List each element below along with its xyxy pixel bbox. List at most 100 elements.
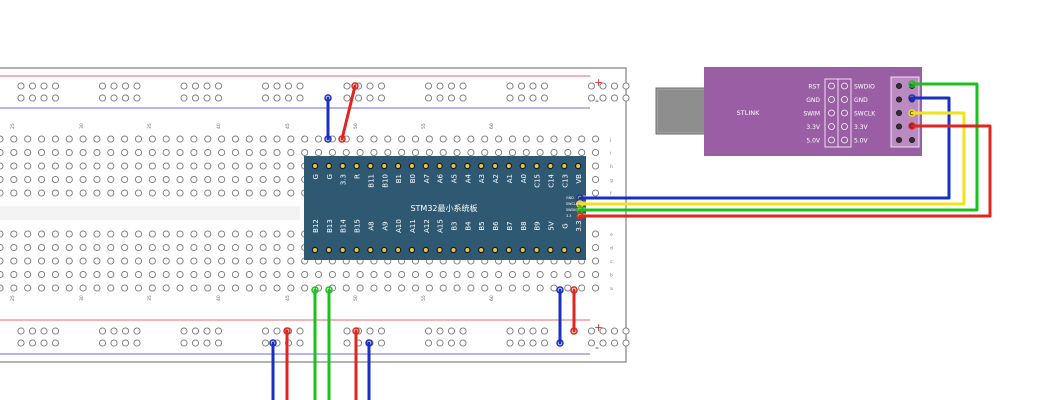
grid-hole (287, 284, 295, 292)
grid-hole (231, 230, 239, 238)
rail-hole (40, 82, 48, 90)
swd-clk-wire-end (908, 109, 916, 117)
grid-hole (190, 162, 198, 170)
column-number-top: 55 (421, 123, 427, 129)
rail-hole (51, 327, 60, 335)
rail-hole (587, 339, 596, 347)
rail-hole (366, 82, 374, 90)
grid-hole (190, 189, 198, 197)
grid-hole (467, 135, 475, 143)
grid-hole (259, 257, 267, 265)
grid-hole (121, 189, 129, 197)
grid-hole (51, 162, 59, 170)
grid-hole (508, 135, 517, 143)
grid-hole (190, 284, 198, 292)
stm32-top-pin-label: A5 (451, 174, 459, 183)
grid-hole (121, 230, 129, 238)
grid-hole (342, 284, 350, 292)
grid-hole (495, 270, 503, 279)
stm32-top-pin-label: A6 (437, 173, 445, 183)
grid-hole (495, 148, 503, 157)
grid-hole (592, 284, 600, 292)
grid-hole (398, 284, 406, 292)
stlink-pin-marker (828, 96, 835, 103)
grid-hole (592, 189, 600, 197)
grid-hole (495, 135, 503, 143)
column-number-top: 35 (147, 123, 153, 129)
grid-hole (218, 135, 226, 143)
stm32-bottom-pin (561, 246, 568, 254)
swd-gnd-wire (578, 96, 951, 200)
rail-hole (599, 327, 607, 335)
grid-hole (107, 189, 115, 197)
rail-hole (506, 94, 514, 102)
stm32-top-pin-label: R (354, 174, 362, 179)
grid-hole (314, 270, 323, 279)
grid-hole (0, 284, 4, 292)
rail-hole (436, 82, 444, 90)
rail-hole (587, 82, 596, 90)
grid-hole (190, 230, 198, 238)
grid-hole (65, 284, 73, 292)
grid-hole (79, 257, 87, 265)
gnd-jumper-wire-end (324, 135, 332, 143)
grid-hole (107, 243, 115, 252)
grid-hole (550, 270, 558, 279)
grid-hole (10, 175, 18, 184)
grid-hole (176, 148, 184, 157)
grid-hole (51, 175, 59, 184)
stm32-top-pin-label: C13 (561, 174, 569, 188)
grid-hole (245, 270, 253, 279)
grid-hole (176, 189, 184, 197)
rail-hole (517, 94, 526, 102)
rail-hole (366, 327, 374, 335)
grid-hole (245, 257, 253, 265)
rail-hole (377, 327, 386, 335)
grid-hole (134, 148, 143, 157)
grid-hole (65, 243, 73, 252)
grid-hole (231, 243, 239, 252)
grid-hole (121, 175, 129, 184)
grid-hole (231, 162, 239, 170)
rail-hole (599, 94, 607, 102)
grid-hole (79, 243, 87, 252)
rail-hole (98, 339, 107, 347)
rail-hole (599, 339, 607, 347)
grid-hole (148, 175, 156, 184)
stm32-top-pin-label: B11 (367, 174, 375, 188)
rail-hole (506, 82, 514, 90)
rail-hole (284, 82, 293, 90)
rail-hole (529, 327, 537, 335)
grid-hole (65, 189, 73, 197)
grid-hole (121, 257, 129, 265)
grid-hole (93, 162, 101, 170)
rail-hole (343, 94, 351, 102)
stlink-header-pin (896, 83, 903, 90)
stm32-top-pin-label: A4 (464, 173, 472, 183)
grid-hole (65, 162, 73, 170)
grid-hole (439, 270, 447, 279)
stm32-board-body (304, 156, 586, 260)
rail-hole (121, 339, 130, 347)
grid-hole (287, 189, 295, 197)
grid-hole (148, 135, 156, 143)
stlink-right-pin-label: SWDIO (854, 84, 875, 91)
grid-hole (134, 175, 143, 184)
grid-hole (10, 257, 18, 265)
stm32-top-pin-label: G (326, 174, 334, 179)
grid-hole (550, 148, 558, 157)
grid-hole (10, 162, 18, 170)
grid-hole (93, 284, 101, 292)
grid-hole (134, 230, 143, 238)
rail-hole (110, 339, 118, 347)
grid-hole (38, 284, 46, 292)
stm32-bottom-pin-label: B6 (492, 221, 500, 231)
rail-hole (587, 94, 596, 102)
grid-hole (231, 284, 239, 292)
rail-hole (214, 82, 223, 90)
grid-hole (578, 135, 586, 143)
grid-hole (495, 284, 503, 292)
grid-hole (287, 243, 295, 252)
